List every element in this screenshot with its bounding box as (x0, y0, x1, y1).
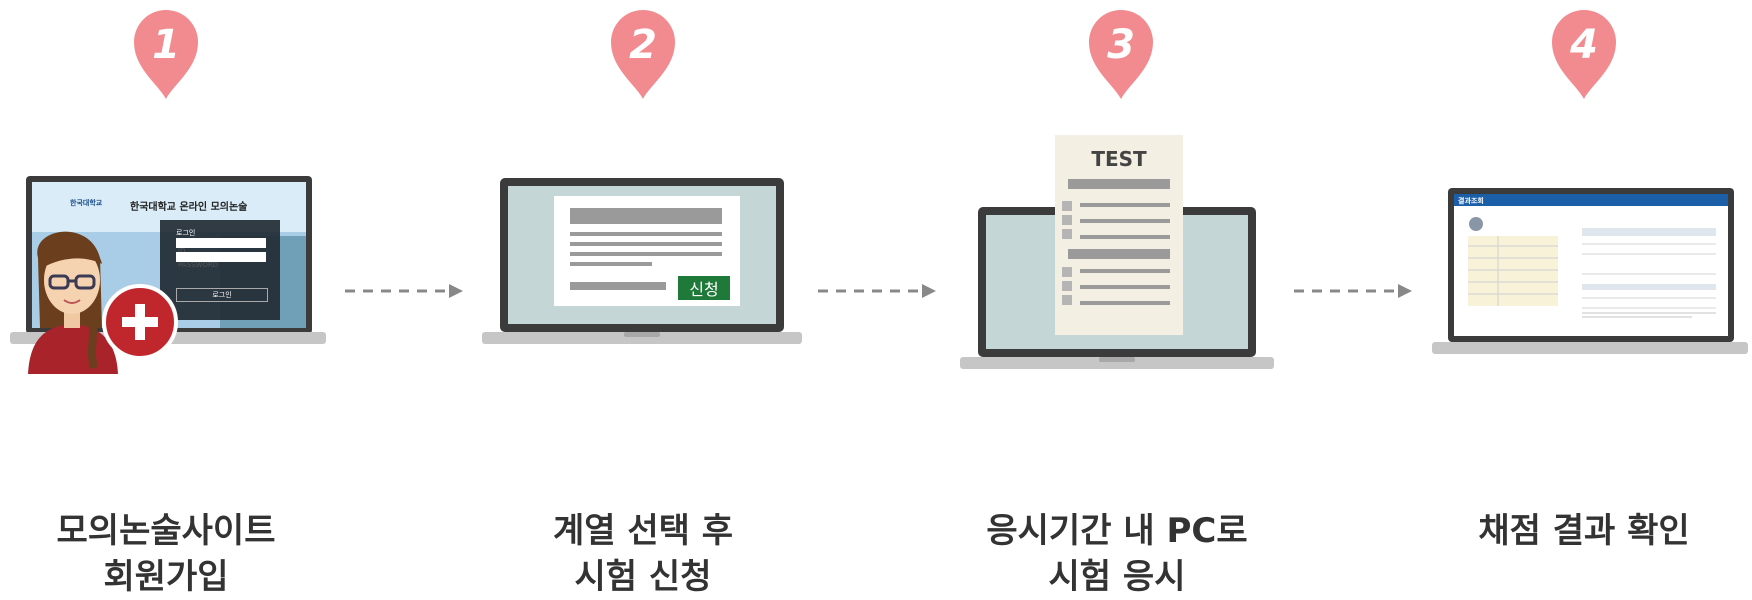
arrow-right-icon (1294, 284, 1412, 298)
flow-arrow-1 (345, 283, 465, 299)
step-number: 3 (1107, 22, 1135, 68)
flow-arrow-2 (818, 283, 938, 299)
laptop-frame-icon (1432, 188, 1748, 354)
step-1-marker: 1 (128, 4, 204, 102)
person-icon (28, 231, 178, 374)
step-2-marker: 2 (605, 4, 681, 102)
user-avatar (20, 218, 190, 374)
site-logo: 한국대학교 (70, 199, 103, 207)
arrow-right-icon (818, 284, 936, 298)
flow-arrow-3 (1294, 283, 1414, 299)
step-4-label: 채점 결과 확인 (1478, 511, 1690, 551)
login-button[interactable]: 로그인 (176, 288, 268, 302)
site-title: 한국대학교 온라인 모의논술 (130, 202, 248, 213)
laptop-frame-icon (482, 178, 802, 344)
id-field[interactable]: ID (176, 238, 266, 255)
arrow-right-icon (345, 284, 463, 298)
laptop-apply: 신청 (482, 176, 802, 346)
step-number: 2 (629, 22, 657, 68)
step-2-label: 계열 선택 후 시험 신청 (552, 511, 734, 597)
apply-button[interactable]: 신청 (678, 276, 730, 300)
laptop-results: 결과조회 (1432, 188, 1748, 356)
step-number: 1 (152, 22, 180, 68)
step-3-label: 응시기간 내 PC로 시험 응시 (986, 511, 1248, 597)
password-field[interactable]: PASSWORD (176, 252, 266, 269)
step-3-marker: 3 (1083, 4, 1159, 102)
results-header: 결과조회 (1458, 197, 1484, 205)
step-number: 4 (1569, 22, 1598, 68)
login-heading: 로그인 (176, 229, 196, 237)
laptop-frame-icon (960, 135, 1274, 369)
step-1-label: 모의논술사이트 회원가입 (56, 511, 276, 597)
step-4-marker: 4 (1546, 4, 1622, 102)
paper-title: TEST (1091, 147, 1147, 171)
laptop-test: TEST (960, 135, 1274, 373)
